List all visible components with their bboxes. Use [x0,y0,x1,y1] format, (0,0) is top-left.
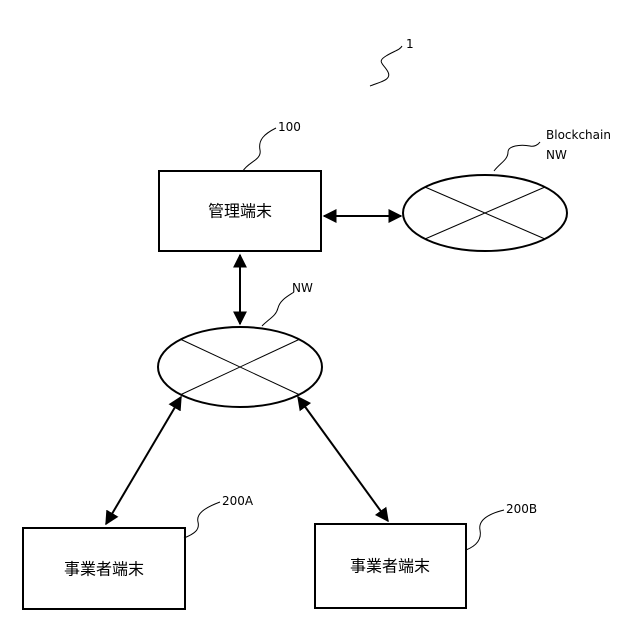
system-ref-leader [370,46,402,86]
network-label: NW [292,281,313,295]
operator-terminal-b-ref-label: 200B [506,502,537,516]
management-terminal-label: 管理端末 [208,202,272,221]
management-terminal-ref-leader [243,128,276,171]
operator-terminal-a-label: 事業者端末 [64,560,144,579]
operator-terminal-b-label: 事業者端末 [350,557,430,576]
blockchain-network-label-line1: Blockchain [546,128,611,142]
network-ref-leader [262,292,294,326]
operator-terminal-b-ref-leader [466,510,504,550]
system-ref-label: 1 [406,37,414,51]
management-terminal-ref-label: 100 [278,120,301,134]
operator-terminal-a-ref-label: 200A [222,494,254,508]
blockchain-network-label-line2: NW [546,148,567,162]
network-operator-a-connector [106,397,181,524]
blockchain-network-ref-leader [494,142,540,171]
operator-terminal-a-ref-leader [184,502,220,538]
network-operator-b-connector [298,397,388,521]
